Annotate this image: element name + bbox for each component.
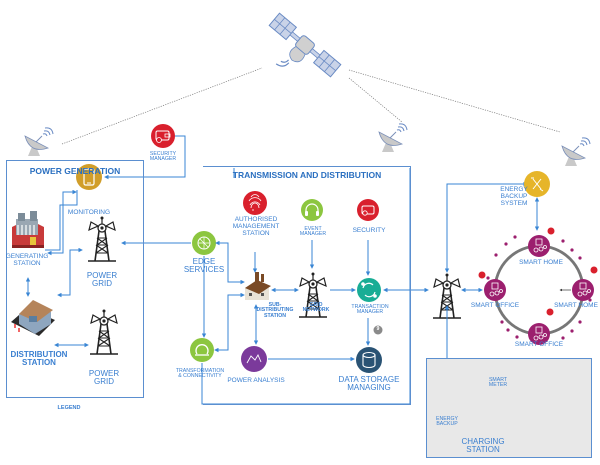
ring-dots (486, 235, 592, 340)
power-analysis-icon (241, 346, 267, 372)
dish-icon-transmission (378, 123, 408, 153)
energy-backup-line1: ENERGY (436, 416, 458, 422)
distribution-station-label: DISTRIBUTION STATION (10, 350, 68, 368)
event-manager-line2: MANAGER (299, 231, 327, 238)
notification-badge (373, 325, 383, 335)
smart-office-left-label: SMART OFFICE (470, 302, 520, 309)
smart-home-right-icon (571, 278, 595, 302)
distribution-station-line2: STATION (22, 358, 56, 368)
security-manager-icon (151, 124, 175, 148)
event-manager-label: EVENT MANAGER (299, 226, 327, 238)
security-label: SECURITY (352, 227, 386, 234)
badge-count: 9 (376, 326, 380, 332)
sub-distributing-line1: SUB- (268, 302, 282, 308)
security-manager-line2: MANAGER (149, 156, 177, 163)
generating-station-line1: GENERATING (5, 253, 49, 260)
distribution-station-line1: DISTRIBUTION (10, 350, 68, 359)
sub-distributing-label: SUB- DISTRIBUTING STATION (256, 302, 294, 319)
transaction-manager-line2: MANAGER (356, 309, 384, 316)
energy-backup-system-text: ENERGY BACKUP SYSTEM (500, 186, 528, 207)
charging-station-label: CHARGING STATION (461, 437, 505, 455)
transformation-icon (190, 338, 214, 362)
dish-icon-consumers (561, 137, 591, 167)
grid-network-label: GRID NETWORK (302, 302, 330, 314)
sub-distributing-station-icon (245, 272, 271, 300)
event-manager-line1: EVENT (304, 226, 322, 232)
transformation-label: TRANSFORMATION & CONNECTIVITY (175, 368, 225, 380)
energy-backup-system-line1: ENERGY (500, 186, 528, 193)
data-storage-line2: MANAGING (347, 383, 391, 393)
security-icon (357, 199, 379, 221)
monitoring-label: MONITORING (67, 209, 111, 216)
smart-meter-label: SMART METER (488, 377, 508, 389)
sub-distributing-line3: STATION (263, 312, 286, 319)
satellite-links (61, 67, 561, 145)
authorised-management-icon (243, 191, 267, 215)
transaction-manager-icon (357, 278, 381, 302)
sub-distributing-line2: DISTRIBUTING (256, 307, 294, 314)
authorised-line3: STATION (242, 229, 270, 237)
smart-home-top-label: SMART HOME (519, 259, 563, 266)
edge-services-line1: EDGE (192, 257, 216, 266)
energy-backup-line2: BACKUP (436, 421, 458, 428)
security-manager-line1: SECURITY (149, 151, 177, 157)
energy-backup-label: ENERGY BACKUP (436, 416, 458, 428)
power-grid-bottom-line2: GRID (93, 377, 114, 387)
dish-icon-power-generation (24, 127, 54, 157)
transformation-line1: TRANSFORMATION (175, 368, 225, 374)
authorised-management-label: AUTHORISED MANAGEMENT STATION (232, 216, 280, 237)
edge-services-icon (192, 231, 216, 255)
smart-meter-line2: METER (488, 382, 508, 389)
link-right-dish (348, 69, 561, 133)
power-grid-top-line1: POWER (86, 271, 118, 280)
transformation-line2: & CONNECTIVITY (178, 373, 222, 380)
power-generation-box (6, 160, 144, 398)
data-storage-line1: DATA STORAGE (338, 375, 400, 384)
authorised-line1: AUTHORISED (234, 216, 278, 223)
energy-backup-system-line3: SYSTEM (500, 199, 528, 207)
link-left-dish (61, 67, 263, 145)
power-grid-bottom-label: POWER GRID (88, 369, 120, 387)
smart-home-right-label: SMART HOME (554, 302, 598, 309)
smart-meter-line1: SMART (488, 377, 508, 383)
monitoring-icon (76, 164, 102, 190)
generating-station-icon (12, 211, 44, 248)
grid-network-line1: GRID (309, 302, 323, 308)
power-analysis-label: POWER ANALYSIS (227, 377, 285, 384)
edge-services-line2: SERVICES (183, 265, 225, 275)
charging-station-box (426, 358, 592, 458)
power-grid-bottom-line1: POWER (88, 369, 120, 378)
grid-network-line2: NETWORK (302, 307, 330, 314)
transaction-manager-label: TRANSACTION MANAGER (351, 304, 389, 316)
power-grid-top-label: POWER GRID (86, 271, 118, 289)
authorised-line2: MANAGEMENT (232, 222, 280, 230)
power-grid-top-line2: GRID (91, 279, 112, 289)
security-manager-label: SECURITY MANAGER (149, 151, 177, 163)
energy-backup-system-icon (524, 171, 550, 197)
distribution-station-icon (11, 300, 55, 336)
energy-backup-system-line2: BACKUP (500, 192, 528, 200)
transaction-manager-line1: TRANSACTION (351, 304, 389, 310)
smart-home-top-icon (527, 234, 551, 258)
transmission-title: TRANSMISSION AND DISTRIBUTION (232, 170, 382, 180)
smart-office-left-icon (483, 278, 507, 302)
charging-station-line2: STATION (466, 445, 500, 455)
legend-label[interactable]: LEGEND (57, 405, 81, 411)
charging-station-line1: CHARGING (461, 437, 505, 446)
data-storage-label: DATA STORAGE MANAGING (338, 375, 400, 393)
event-manager-icon (301, 199, 323, 221)
power-generation-title: POWER GENERATION (29, 166, 121, 176)
smart-office-bottom-label: SMART OFFICE (514, 341, 564, 348)
edge-services-label: EDGE SERVICES (183, 257, 225, 275)
transmission-distribution-box (203, 166, 411, 405)
link-mid-dish (348, 77, 403, 123)
key-badges (478, 227, 598, 316)
generating-station-line2: STATION (13, 259, 41, 267)
satellite-icon (268, 12, 342, 78)
generating-station-label: GENERATING STATION (5, 253, 49, 268)
data-storage-icon (356, 347, 382, 373)
